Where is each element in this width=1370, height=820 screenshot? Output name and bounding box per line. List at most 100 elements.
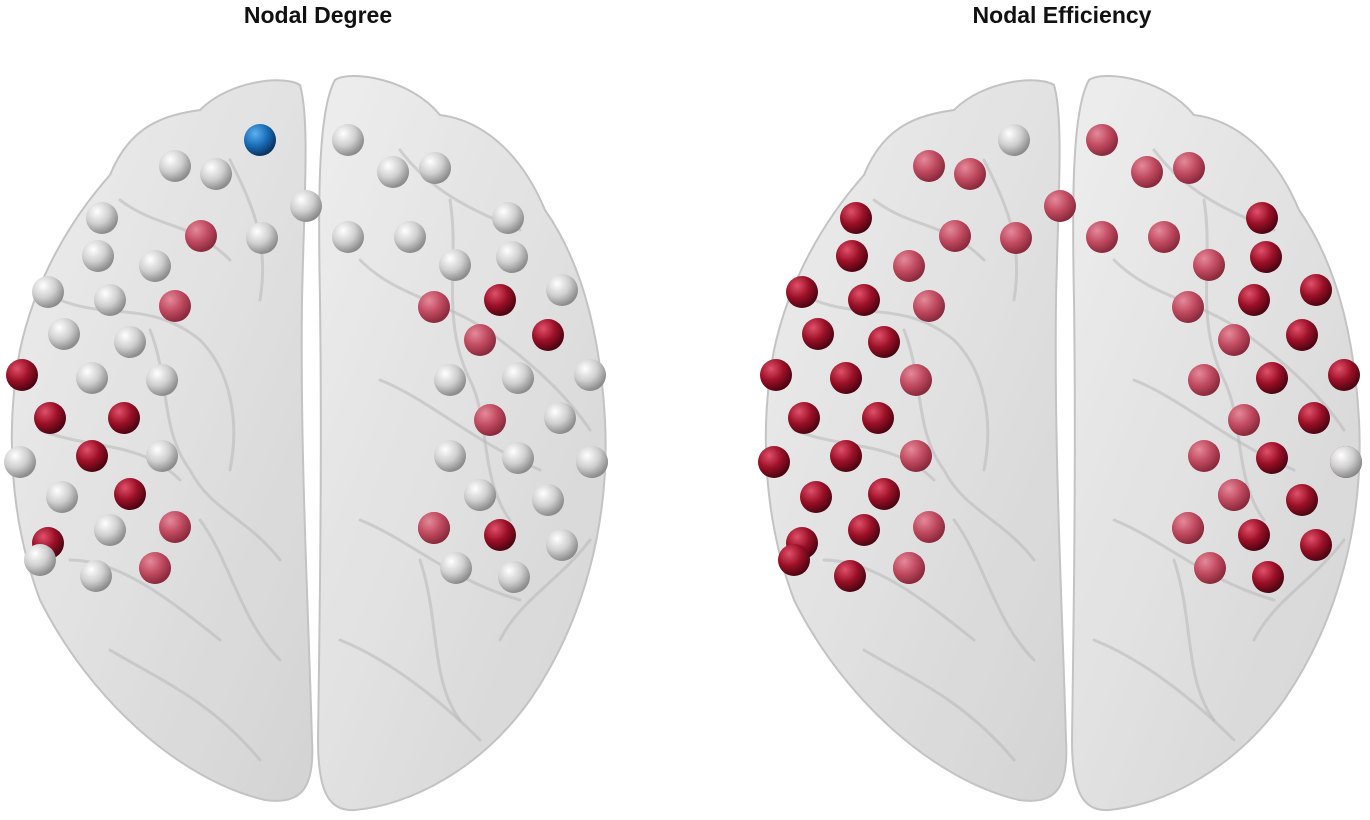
brain-node-left-red: [800, 481, 832, 513]
brain-node-left-gray: [86, 202, 118, 234]
brain-node-right-gray: [502, 442, 534, 474]
brain-node-right-red: [1193, 249, 1225, 281]
brain-sulcus-line: [1092, 638, 1236, 742]
brain-sulcus-line: [418, 558, 462, 722]
brain-node-right-red: [1086, 221, 1118, 253]
brain-node-left-red: [862, 402, 894, 434]
brain-node-left-gray: [146, 364, 178, 396]
brain-node-left-red: [848, 284, 880, 316]
brain-node-right-red: [1256, 442, 1288, 474]
brain-node-right-gray: [290, 190, 322, 222]
brain-sulcus-line: [982, 158, 1019, 302]
brain-node-right-red: [1286, 484, 1318, 516]
brain-sulcus-line: [872, 198, 986, 262]
brain-sulcus-line: [68, 558, 222, 642]
brain-node-left-red: [900, 364, 932, 396]
brain-node-left-gray: [159, 150, 191, 182]
brain-node-left-red: [185, 220, 217, 252]
brain-node-left-gray: [32, 276, 64, 308]
brain-right-hemisphere: [1070, 75, 1361, 812]
brain-node-left-red: [802, 318, 834, 350]
brain-node-right-red: [1238, 519, 1270, 551]
brain-node-right-red: [532, 319, 564, 351]
brain-node-right-gray: [434, 440, 466, 472]
brain-sulcus-line: [952, 518, 1036, 662]
brain-node-left-red: [6, 359, 38, 391]
brain-node-right-red: [1188, 364, 1220, 396]
brain-sulcus-line: [108, 648, 262, 762]
brain-sulcus-line: [1112, 258, 1346, 432]
brain-node-right-red: [418, 291, 450, 323]
brain-node-right-gray: [574, 359, 606, 391]
brain-node-right-red: [1218, 479, 1250, 511]
brain-node-left-red: [939, 220, 971, 252]
brain-sulcus-line: [1172, 558, 1216, 722]
brain-node-right-red: [1131, 156, 1163, 188]
brain-node-right-red: [1086, 124, 1118, 156]
brain-node-left-red: [760, 359, 792, 391]
brain-node-left-gray: [48, 318, 80, 350]
brain-node-right-red: [1246, 202, 1278, 234]
brain-node-right-red: [474, 404, 506, 436]
brain-node-left-red: [840, 202, 872, 234]
brain-node-left-red: [954, 158, 986, 190]
brain-node-right-red: [1172, 512, 1204, 544]
brain-node-left-gray: [146, 440, 178, 472]
brain-node-right-gray: [546, 274, 578, 306]
brain-node-left-gray: [139, 250, 171, 282]
brain-node-left-gray: [82, 240, 114, 272]
brain-sulcus-line: [1252, 538, 1346, 642]
brain-sulcus-line: [498, 538, 592, 642]
brain-node-right-gray: [440, 552, 472, 584]
brain-node-left-gray: [200, 158, 232, 190]
brain-node-left-red: [758, 446, 790, 478]
brain-node-right-red: [1286, 319, 1318, 351]
brain-node-left-gray: [94, 284, 126, 316]
brain-node-left-red: [159, 290, 191, 322]
brain-node-right-red: [1173, 152, 1205, 184]
brain-node-left-red: [913, 511, 945, 543]
brain-node-left-red: [108, 402, 140, 434]
brain-node-right-red: [418, 512, 450, 544]
brain-sulcus-line: [118, 198, 232, 262]
brain-node-right-gray: [419, 152, 451, 184]
brain-node-left-red: [788, 402, 820, 434]
brain-node-right-gray: [498, 561, 530, 593]
brain-node-right-red: [1238, 284, 1270, 316]
brain-node-left-gray: [24, 544, 56, 576]
brain-sulcus-line: [822, 558, 976, 642]
brain-node-right-gray: [464, 479, 496, 511]
brain-node-left-red: [868, 326, 900, 358]
brain-node-right-red: [1328, 359, 1360, 391]
brain-sulcus-line: [228, 158, 265, 302]
brain-sulcus-line: [358, 258, 592, 432]
brain-node-left-red: [893, 250, 925, 282]
brain-node-right-gray: [546, 529, 578, 561]
brain-node-left-gray: [246, 222, 278, 254]
brain-node-right-red: [1218, 324, 1250, 356]
brain-node-left-red: [76, 440, 108, 472]
brain-node-right-gray: [576, 446, 608, 478]
brain-node-left-red: [830, 440, 862, 472]
brain-node-left-red: [114, 478, 146, 510]
brain-node-right-red: [484, 284, 516, 316]
brain-node-right-gray: [532, 484, 564, 516]
panel-title-nodal-efficiency: Nodal Efficiency: [972, 2, 1152, 28]
brain-node-right-red: [464, 324, 496, 356]
brain-node-left-red: [893, 552, 925, 584]
brain-node-left-blue: [244, 124, 276, 156]
brain-node-right-gray: [1330, 446, 1362, 478]
brain-panel-nodal-efficiency: [758, 75, 1362, 812]
brain-sulcus-line: [198, 518, 282, 662]
panel-title-nodal-degree: Nodal Degree: [243, 2, 393, 28]
brain-node-left-gray: [80, 560, 112, 592]
brain-node-left-red: [900, 440, 932, 472]
brain-node-left-gray: [114, 326, 146, 358]
brain-node-right-red: [1044, 190, 1076, 222]
brain-sulcus-line: [862, 648, 1016, 762]
brain-node-left-red: [1000, 222, 1032, 254]
brain-node-right-gray: [502, 362, 534, 394]
brain-node-right-gray: [332, 221, 364, 253]
brain-node-left-gray: [998, 124, 1030, 156]
